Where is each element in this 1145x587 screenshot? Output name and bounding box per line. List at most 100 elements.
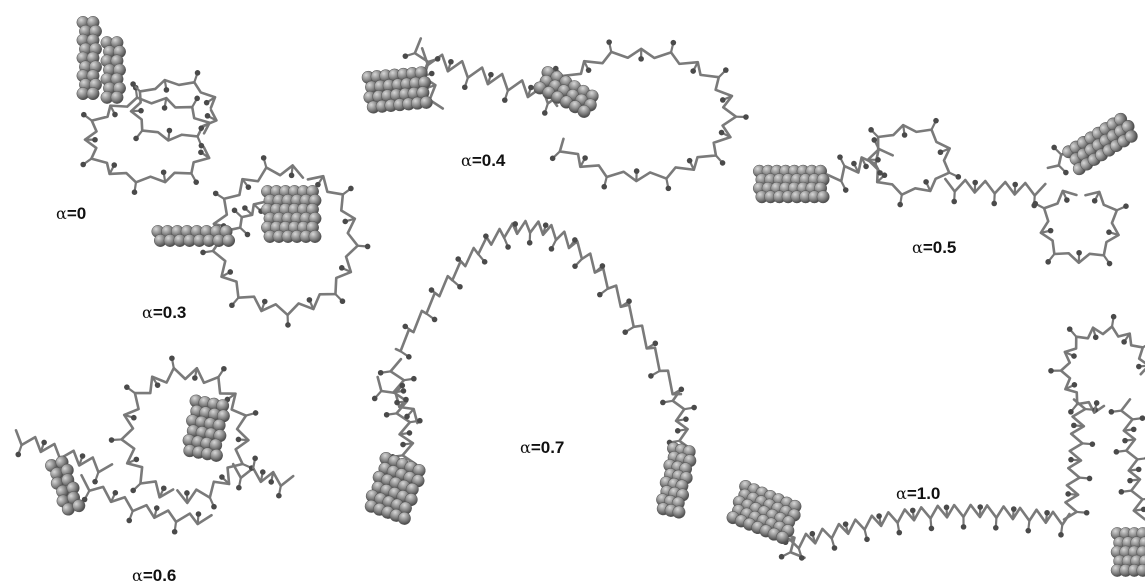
panel-a05-chain-loop-atom [881, 172, 888, 179]
panel-a06-chain-left-atom [15, 451, 22, 458]
panel-a06-chain-loop-atom [131, 414, 137, 421]
panel-a07-chain-arch-atom [505, 244, 511, 250]
panel-a07-chain-arch-atom [626, 298, 632, 305]
panel-a05-chain-left-atom [863, 163, 869, 170]
panel-a06-chain-loop-atom [252, 410, 259, 416]
panel-a05-chain-loop-atom [868, 127, 874, 133]
panel-a10-chain-loop-atom [1121, 339, 1127, 345]
panel-a04-chain-loop-atom [670, 39, 677, 46]
panel-a10-chain-bottom-atom [864, 536, 870, 543]
panel-a10-chain-bottom-atom [909, 507, 916, 514]
panel-a10-chain-bottom-atom [831, 545, 838, 551]
panel-a04-chain-left-atom [488, 71, 494, 78]
panel-a10-chain-loop-atom [1066, 326, 1073, 332]
panel-a06-chain-left-atom [92, 478, 98, 485]
panel-a06-chain-loop-atom [160, 485, 167, 492]
panel-a10-chain-rise-atom [1086, 475, 1093, 482]
panel-a03-chain-atom [306, 297, 313, 303]
panel-a04-chain-loop-atom [601, 183, 608, 190]
panel-a06-chain-loop-atom [124, 384, 130, 390]
panel-a05-chain-loop-atom [937, 149, 944, 156]
panel-a05-chain-top-atom [1051, 144, 1057, 151]
panel-a07-pyrene-2 [656, 441, 697, 519]
panel-a07-chain-left-drop-atom [400, 441, 406, 448]
panel-a07-chain-arch-atom [648, 373, 654, 379]
panel-a07-chain-arch-atom [455, 256, 462, 262]
panel-a10-chain-right-atom [1108, 409, 1115, 415]
panel-a04-chain-loop-atom [719, 97, 726, 103]
panel-a10-chain-rise-atom [1068, 456, 1074, 463]
panel-a04-chain-loop-atom [582, 155, 588, 161]
panel-a05-pyrene-1 [752, 164, 830, 204]
panel-a06-chain-bottom-atom [81, 496, 88, 503]
panel-a05-chain-right-atom [1091, 197, 1098, 204]
panel-a10-chain-right-atom [1122, 437, 1128, 444]
panel-a04-chain-tail-atom [428, 70, 435, 77]
panel-a07-chain-left-tail-atom [403, 396, 409, 403]
panel-a0-chain-inner-atom [130, 81, 136, 87]
panel-a03-chain-atom [364, 243, 371, 250]
panel-a03-arm-atom [231, 207, 238, 214]
panel-a06-chain-left-atom [41, 439, 47, 446]
panel-a0-chain-atom [198, 125, 205, 131]
panel-a03-chain-atom [288, 172, 295, 179]
panel-a10-chain-loop-side-group [1141, 344, 1145, 349]
panel-a10-chain-rise-atom [1083, 509, 1090, 516]
panel-a04-pyrene-2 [533, 66, 599, 118]
panel-a05-chain-left-atom [837, 154, 843, 160]
label-alpha-0-5: α=0.5 [912, 238, 957, 257]
panel-a07-chain-left-drop-atom [417, 417, 423, 424]
panel-a0-chain-inner-atom [133, 135, 139, 142]
panel-a10-chain-bottom-atom [943, 504, 950, 511]
panel-a03-arm-atom [244, 231, 251, 238]
panel-a04-chain-loop-atom [549, 155, 556, 162]
panel-a0-chain-atom [81, 111, 87, 118]
panel-a10-chain-right-atom [1113, 449, 1120, 455]
panel-a05-chain-mid-atom [951, 198, 958, 205]
panel-a03-arm-atom [242, 205, 248, 211]
panel-a06-chain-right-atom [276, 492, 282, 499]
panel-a03-arm-backbone [228, 200, 266, 232]
panel-a07-chain-left-drop-atom [383, 411, 390, 418]
panel-a10-chain-bottom-atom [842, 521, 849, 527]
panel-a05-chain-left-atom [871, 137, 878, 143]
panel-a06-chain-loop-atom [235, 436, 242, 443]
panel-a06-chain-loop-atom [133, 456, 140, 463]
panel-a07-chain-left-drop-atom [411, 375, 417, 382]
panel-a04-chain-left-atom [541, 110, 548, 116]
panel-a0-chain-atom [131, 189, 138, 196]
panel-a07-chain-left-drop-atom [377, 369, 384, 376]
panel-a07-chain-left-tail-atom [404, 413, 410, 420]
panel-a0-chain-inner-atom [163, 87, 170, 93]
panel-a0-chain-atom [160, 169, 167, 176]
panel-a10-chain-right-atom [1140, 506, 1145, 513]
panel-a05-chain-mid-atom [1012, 181, 1018, 188]
panel-a06-chain-bottom-atom [126, 517, 133, 524]
panel-a10-chain-right-atom [1139, 415, 1145, 421]
panel-a04-chain-tail-atom [402, 53, 409, 59]
panel-a0-chain-atom [92, 136, 98, 143]
panel-a06-chain-loop-atom [192, 375, 198, 381]
panel-a03-chain-atom [227, 269, 234, 275]
panel-a06-chain-bottom-backbone [80, 473, 213, 526]
panel-a04-chain-loop-atom [686, 157, 693, 164]
label-alpha-0-6: α=0.6 [132, 566, 177, 585]
panel-a05-chain-left-atom [851, 160, 857, 167]
panel-a07-chain-right-drop-atom [660, 399, 666, 406]
panel-a07-chain-left-drop-atom [400, 388, 407, 394]
panel-a03-chain-atom [260, 155, 267, 161]
panel-a10-chain-loop-atom [1093, 400, 1100, 406]
panel-a07-chain-arch-atom [542, 222, 549, 228]
panel-a03-chain-atom [315, 181, 321, 188]
panel-a04-chain-loop-atom [718, 129, 725, 136]
panel-a05-chain-mid-atom [972, 179, 978, 186]
panel-a0-chain-inner-backbone [129, 78, 218, 142]
panel-a10-chain-bottom-atom [809, 530, 816, 537]
panel-a0-chain-atom [112, 111, 118, 118]
panel-a05-chain-mid-atom [991, 200, 998, 207]
panel-a10-chain-left-arm-atom [778, 553, 785, 560]
panel-a10-chain-loop-atom [1092, 334, 1099, 341]
panel-a10-chain-loop-atom [1110, 313, 1117, 320]
panel-a05-chain-loop-atom [923, 179, 929, 185]
panel-a04-chain-left-atom [528, 84, 534, 91]
